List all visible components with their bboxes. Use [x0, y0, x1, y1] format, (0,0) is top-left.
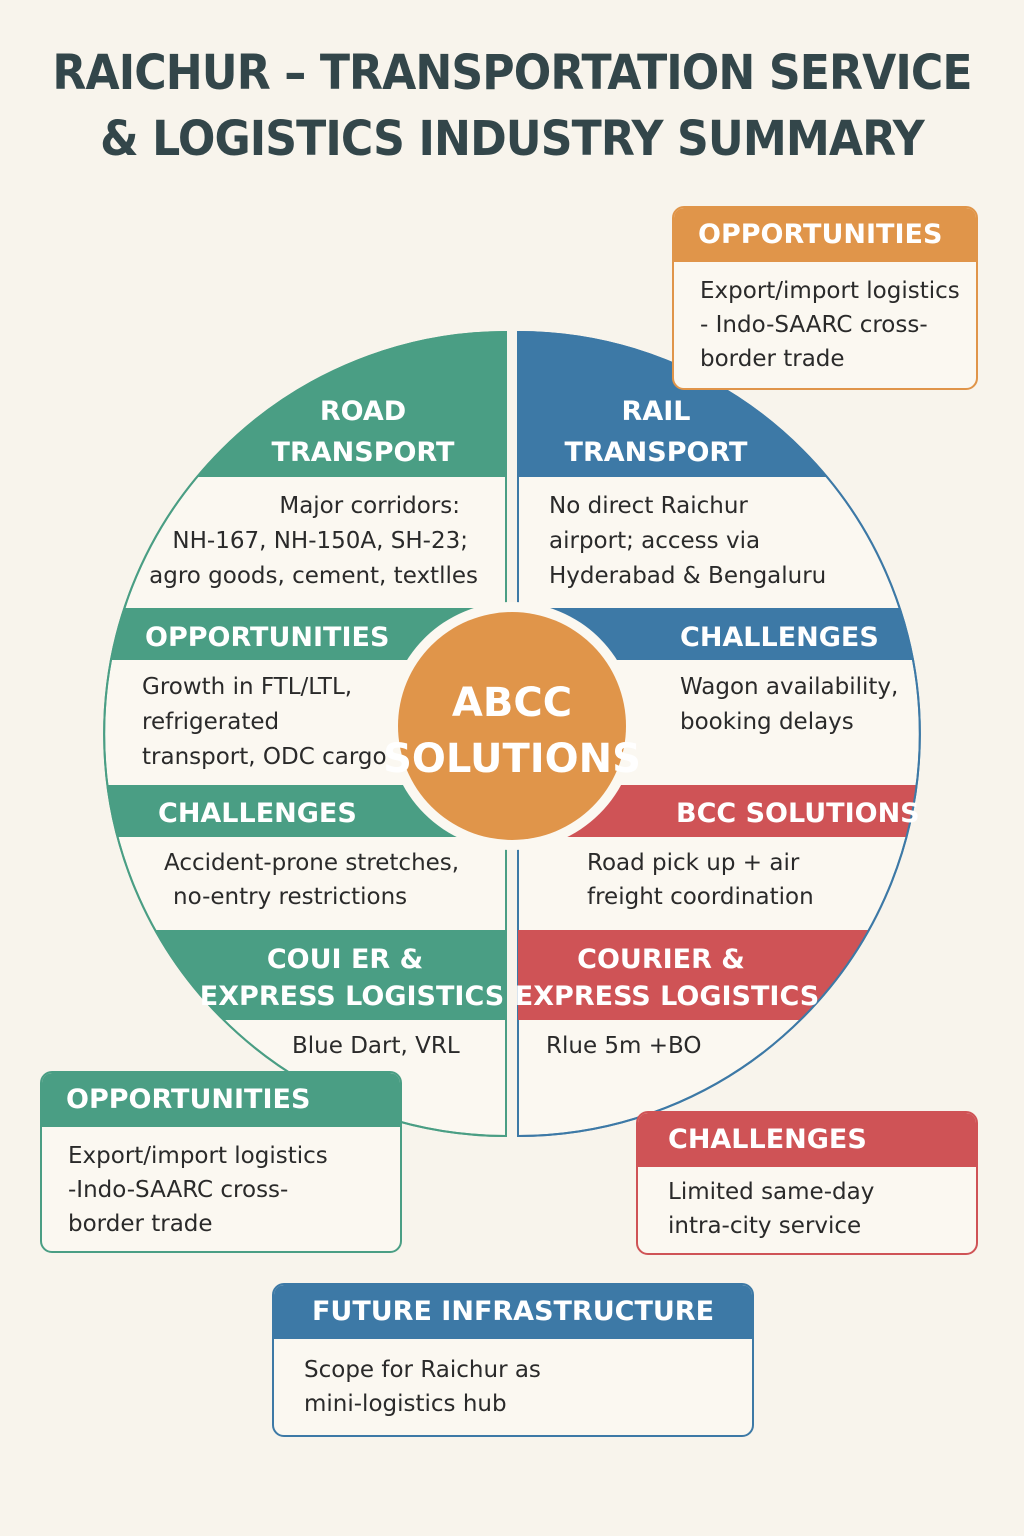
bottom-challenges-header: CHALLENGES: [638, 1113, 976, 1167]
right-courier-header-2: EXPRESS LOGISTICS: [515, 981, 819, 1012]
bottom-challenges-box: CHALLENGES Limited same-day intra-city s…: [636, 1111, 978, 1255]
center-line-1: ABCC: [452, 680, 572, 726]
road-text-3: agro goods, cement, textlles: [149, 563, 478, 589]
future-infrastructure-body: Scope for Raichur as mini-logistics hub: [274, 1339, 752, 1433]
left-opportunities-header: OPPORTUNITIES: [145, 622, 389, 653]
left-challenges-text-2: no-entry restrictions: [173, 884, 407, 910]
top-opportunities-box: OPPORTUNITIES Export/import logistics - …: [672, 206, 978, 390]
left-opportunities-text-2: refrigerated: [142, 709, 279, 735]
title-line-2: & LOGISTICS INDUSTRY SUMMARY: [100, 111, 925, 167]
center-circle: [398, 612, 626, 840]
bottom-opportunities-header: OPPORTUNITIES: [42, 1073, 400, 1127]
bottom-opportunities-line-3: border trade: [68, 1211, 213, 1237]
rail-header-1: RAIL: [622, 396, 691, 427]
right-courier-header-1: COURIER &: [577, 944, 745, 975]
rail-text-1: No direct Raichur: [549, 493, 748, 519]
left-courier-header-1: COUI ER &: [267, 944, 423, 975]
bottom-challenges-body: Limited same-day intra-city service: [638, 1167, 976, 1253]
right-challenges-text-2: booking delays: [680, 709, 854, 735]
top-opportunities-header: OPPORTUNITIES: [674, 208, 976, 262]
left-opportunities-text-3: transport, ODC cargo: [142, 744, 387, 770]
rail-header-2: TRANSPORT: [565, 437, 748, 468]
top-opportunities-body: Export/import logistics - Indo-SAARC cro…: [674, 262, 976, 388]
future-infrastructure-header: FUTURE INFRASTRUCTURE: [274, 1285, 752, 1339]
future-infrastructure-line-2: mini-logistics hub: [304, 1391, 507, 1417]
road-text-2: NH-167, NH-150A, SH-23;: [172, 528, 468, 554]
future-infrastructure-box: FUTURE INFRASTRUCTURE Scope for Raichur …: [272, 1283, 754, 1437]
top-opportunities-line-1: Export/import logistics: [700, 278, 960, 304]
center-line-2: SOLUTIONS: [383, 736, 641, 782]
bottom-challenges-line-1: Limited same-day: [668, 1179, 875, 1205]
right-challenges-text-1: Wagon availability,: [680, 674, 898, 700]
bcc-solutions-header: BCC SOLUTIONS: [676, 798, 920, 829]
right-challenges-header: CHALLENGES: [680, 622, 879, 653]
left-opportunities-text-1: Growth in FTL/LTL,: [142, 674, 352, 700]
bottom-opportunities-body: Export/import logistics -Indo-SAARC cros…: [42, 1127, 400, 1251]
top-opportunities-line-2: - Indo-SAARC cross-: [700, 312, 928, 338]
top-opportunities-line-3: border trade: [700, 346, 845, 372]
road-header-1: ROAD: [320, 396, 406, 427]
bcc-solutions-text-2: freight coordination: [587, 884, 814, 910]
left-challenges-text-1: Accident-prone stretches,: [164, 850, 459, 876]
left-courier-text-1: Blue Dart, VRL: [292, 1033, 460, 1059]
page-title: RAICHUR – TRANSPORTATION SERVICE & LOGIS…: [41, 40, 983, 172]
road-header-2: TRANSPORT: [272, 437, 455, 468]
bottom-opportunities-box: OPPORTUNITIES Export/import logistics -I…: [40, 1071, 402, 1253]
title-line-1: RAICHUR – TRANSPORTATION SERVICE: [52, 45, 972, 101]
rail-text-2: airport; access via: [549, 528, 760, 554]
future-infrastructure-line-1: Scope for Raichur as: [304, 1357, 541, 1383]
left-challenges-header: CHALLENGES: [158, 798, 357, 829]
road-text-1: Major corridors:: [279, 493, 460, 519]
rail-text-3: Hyderabad & Bengaluru: [549, 563, 826, 589]
bcc-solutions-text-1: Road pick up + air: [587, 850, 800, 876]
bottom-challenges-line-2: intra-city service: [668, 1213, 862, 1239]
bottom-opportunities-line-1: Export/import logistics: [68, 1143, 328, 1169]
bottom-opportunities-line-2: -Indo-SAARC cross-: [68, 1177, 289, 1203]
right-courier-text-1: Rlue 5m +BO: [546, 1033, 702, 1059]
left-courier-header-2: EXPRESS LOGISTICS: [200, 981, 504, 1012]
